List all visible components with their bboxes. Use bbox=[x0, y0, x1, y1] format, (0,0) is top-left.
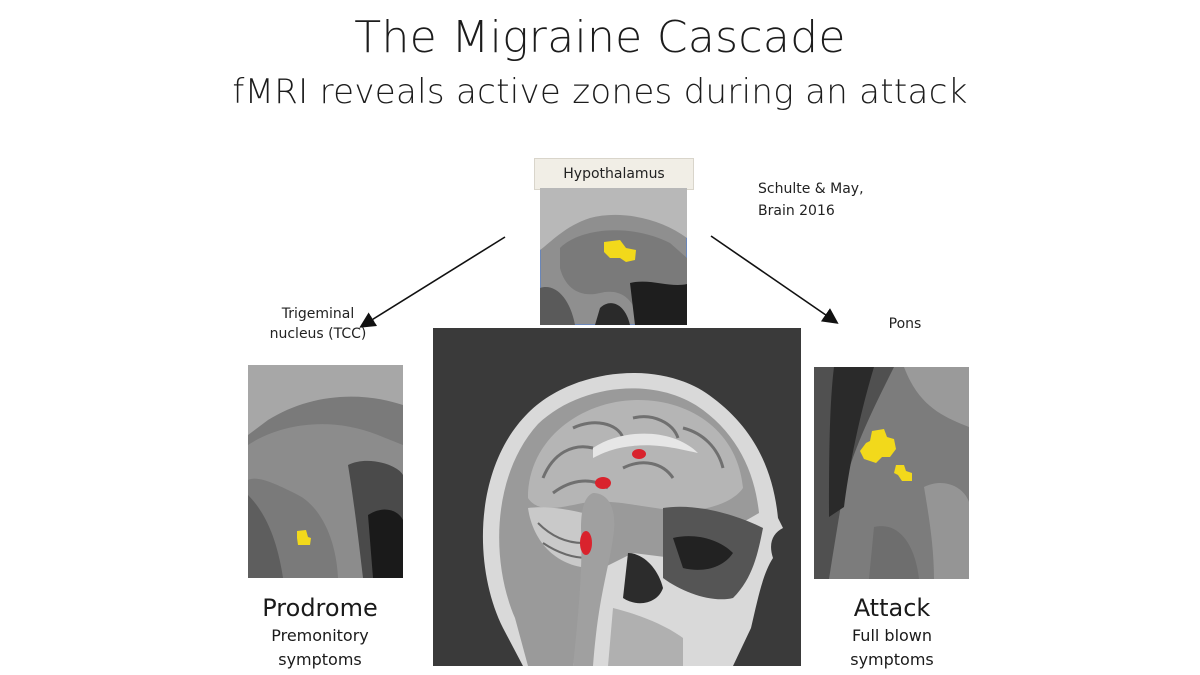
pons-activation-small bbox=[894, 465, 912, 481]
trigeminal-label: Trigeminal nucleus (TCC) bbox=[248, 304, 388, 344]
arrow-to-trigeminal bbox=[359, 236, 506, 328]
central-mri-scan bbox=[433, 328, 801, 666]
attack-desc: Full blown symptoms bbox=[807, 624, 977, 672]
prodrome-desc-line-2: symptoms bbox=[278, 650, 362, 669]
citation-line-2: Brain 2016 bbox=[758, 203, 835, 219]
pons-scan bbox=[814, 367, 969, 579]
prodrome-title: Prodrome bbox=[262, 594, 378, 622]
attack-title: Attack bbox=[853, 594, 931, 622]
prodrome-desc-line-1: Premonitory bbox=[271, 626, 369, 645]
arrow-to-pons bbox=[710, 235, 839, 324]
trigeminal-spot bbox=[580, 531, 592, 555]
trigeminal-label-line-2: nucleus (TCC) bbox=[269, 326, 367, 342]
page-title: The Migraine Cascade bbox=[354, 12, 846, 63]
attack-desc-line-2: symptoms bbox=[850, 650, 934, 669]
trigeminal-label-line-1: Trigeminal bbox=[281, 306, 355, 322]
hypothalamus-scan bbox=[540, 188, 687, 325]
page-subtitle: fMRI reveals active zones during an atta… bbox=[232, 72, 968, 112]
hypothalamus-activation bbox=[604, 240, 636, 262]
trigeminal-scan bbox=[248, 365, 403, 578]
citation-line-1: Schulte & May, bbox=[758, 181, 864, 197]
pons-activation bbox=[860, 429, 896, 463]
trigeminal-activation bbox=[297, 530, 311, 545]
citation: Schulte & May, Brain 2016 bbox=[758, 178, 864, 222]
attack-desc-line-1: Full blown bbox=[851, 626, 933, 645]
pons-spot bbox=[595, 477, 611, 489]
pons-label: Pons bbox=[888, 316, 922, 332]
hypothalamus-spot bbox=[632, 449, 646, 459]
prodrome-desc: Premonitory symptoms bbox=[235, 624, 405, 672]
